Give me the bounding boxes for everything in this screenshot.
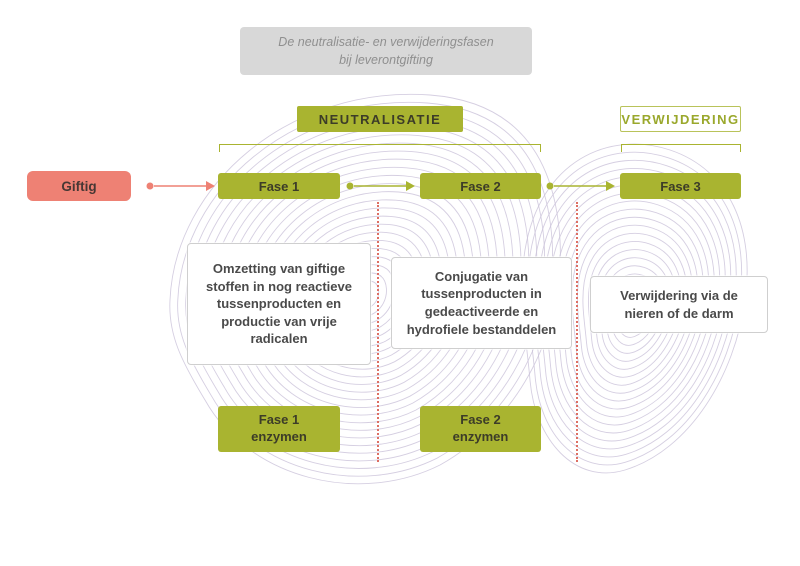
header-verwijdering: VERWIJDERING xyxy=(620,106,741,132)
verwijdering-span-bracket xyxy=(621,144,741,152)
arrow-giftig-to-fase1 xyxy=(146,181,215,191)
fase-1-description: Omzetting van giftige stoffen in nog rea… xyxy=(187,243,371,365)
neutralisatie-span-bracket xyxy=(219,144,541,152)
fase-3-description: Verwijdering via de nieren of de darm xyxy=(590,276,768,333)
fase-1-box: Fase 1 xyxy=(218,173,340,199)
fase-1-enzymen-line2: enzymen xyxy=(251,429,307,444)
fase-2-description: Conjugatie van tussenproducten in gedeac… xyxy=(391,257,572,349)
header-neutralisatie: NEUTRALISATIE xyxy=(297,106,463,132)
phase-separator-1 xyxy=(377,202,379,462)
fase-1-enzymen-box: Fase 1 enzymen xyxy=(218,406,340,452)
fase-2-enzymen-box: Fase 2 enzymen xyxy=(420,406,541,452)
phase-separator-2 xyxy=(576,202,578,462)
diagram-title: De neutralisatie- en verwijderingsfasen … xyxy=(240,27,532,75)
fase-2-box: Fase 2 xyxy=(420,173,541,199)
diagram-title-line1: De neutralisatie- en verwijderingsfasen xyxy=(278,34,494,49)
fase-1-enzymen-line1: Fase 1 xyxy=(258,412,300,428)
arrow-fase2-to-fase3 xyxy=(546,181,615,191)
fase-2-enzymen-line1: Fase 2 xyxy=(460,412,501,428)
giftig-box: Giftig xyxy=(27,171,131,201)
fase-3-box: Fase 3 xyxy=(620,173,741,199)
arrow-fase1-to-fase2 xyxy=(346,181,415,191)
fase-2-enzymen-line2: enzymen xyxy=(452,429,509,444)
diagram-title-line2: bij leverontgifting xyxy=(339,53,433,67)
